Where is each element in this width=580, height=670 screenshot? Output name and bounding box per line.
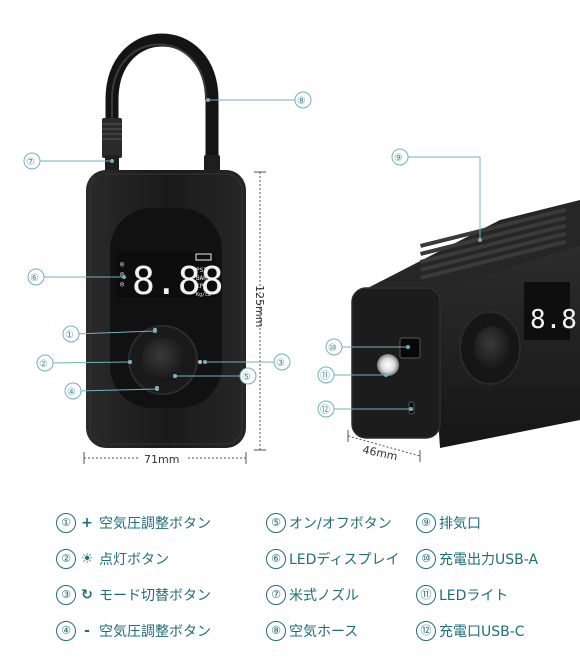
led-light — [377, 354, 399, 376]
svg-text:⑥: ⑥ — [30, 273, 39, 284]
legend-item-5: ⑤ オン/オフボタン — [266, 511, 392, 535]
callout-11: ⑪ — [317, 366, 335, 384]
legend-item-2: ② ☀ 点灯ボタン — [56, 547, 169, 571]
callout-1: ① — [62, 325, 80, 343]
usb-a-port — [399, 337, 421, 359]
cycle-icon: ↻ — [81, 587, 93, 603]
lcd-unit-kgcm: Kg/cm² — [196, 292, 214, 298]
legend-item-11: ⑪ LEDライト — [416, 583, 508, 607]
legend-item-7: ⑦ 米式ノズル — [266, 583, 359, 607]
callout-4: ④ — [64, 382, 82, 400]
callout-12: ⑫ — [317, 400, 335, 418]
legend-item-4: ④ - 空気圧調整ボタン — [56, 619, 211, 643]
svg-text:◎: ◎ — [120, 280, 125, 288]
callout-10: ⑩ — [325, 338, 343, 356]
svg-text:◎: ◎ — [120, 270, 125, 278]
lcd-digits: 8.88 — [132, 259, 224, 303]
callout-7: ⑦ — [23, 152, 41, 170]
sun-icon: ☀ — [80, 551, 94, 567]
callout-2: ② — [36, 354, 54, 372]
legend-item-8: ⑧ 空気ホース — [266, 619, 358, 643]
height-label: 125mm — [253, 285, 266, 327]
plus-icon: + — [81, 515, 93, 531]
led-display: 8.88 ◎ ◎ ◎ PSI BAR KPA Kg/cm² — [116, 252, 224, 303]
american-valve-nozzle — [102, 118, 122, 173]
callout-8: ⑧ — [294, 91, 312, 109]
depth-label: 46mm — [361, 443, 398, 463]
svg-text:③: ③ — [276, 358, 285, 369]
svg-text:⑪: ⑪ — [320, 370, 330, 382]
svg-text:⑤: ⑤ — [242, 372, 251, 383]
lcd-unit-kpa: KPA — [196, 283, 207, 290]
width-dimension: 71mm — [83, 450, 247, 466]
legend-item-10: ⑩ 充電出力USB-A — [416, 547, 538, 571]
callout-3: ③ — [273, 353, 291, 371]
lcd-unit-bar: BAR — [196, 275, 207, 282]
svg-text:⑧: ⑧ — [297, 96, 306, 107]
svg-text:⑩: ⑩ — [328, 343, 337, 354]
width-label: 71mm — [144, 453, 179, 466]
parts-legend: ① + 空気圧調整ボタン ② ☀ 点灯ボタン ③ ↻ モード切替ボタン ④ - … — [0, 505, 580, 665]
callout-9: ⑨ — [391, 148, 409, 166]
lcd-unit-psi: PSI — [196, 267, 207, 274]
legend-item-6: ⑥ LEDディスプレイ — [266, 547, 399, 571]
legend-item-12: ⑫ 充電口USB-C — [416, 619, 525, 643]
power-button[interactable] — [141, 338, 185, 382]
svg-text:⑦: ⑦ — [26, 157, 35, 168]
minus-icon: - — [84, 623, 90, 639]
svg-text:◎: ◎ — [120, 260, 125, 268]
svg-text:8.8: 8.8 — [530, 305, 577, 335]
product-diagram: 8.88 ◎ ◎ ◎ PSI BAR KPA Kg/cm² 125mm 71mm — [23, 33, 580, 466]
svg-text:①: ① — [65, 330, 74, 341]
height-dimension: 125mm — [253, 171, 266, 451]
legend-item-9: ⑨ 排気口 — [416, 511, 481, 535]
callout-5: ⑤ — [239, 367, 257, 385]
svg-text:⑨: ⑨ — [394, 153, 403, 164]
legend-item-3: ③ ↻ モード切替ボタン — [56, 583, 211, 607]
right-device: 8.8 — [351, 200, 580, 448]
svg-text:⑫: ⑫ — [320, 404, 330, 416]
exhaust-grille — [420, 207, 567, 280]
svg-text:④: ④ — [67, 387, 76, 398]
legend-item-1: ① + 空気圧調整ボタン — [56, 511, 211, 535]
svg-text:②: ② — [39, 359, 48, 370]
callout-6: ⑥ — [27, 268, 45, 286]
